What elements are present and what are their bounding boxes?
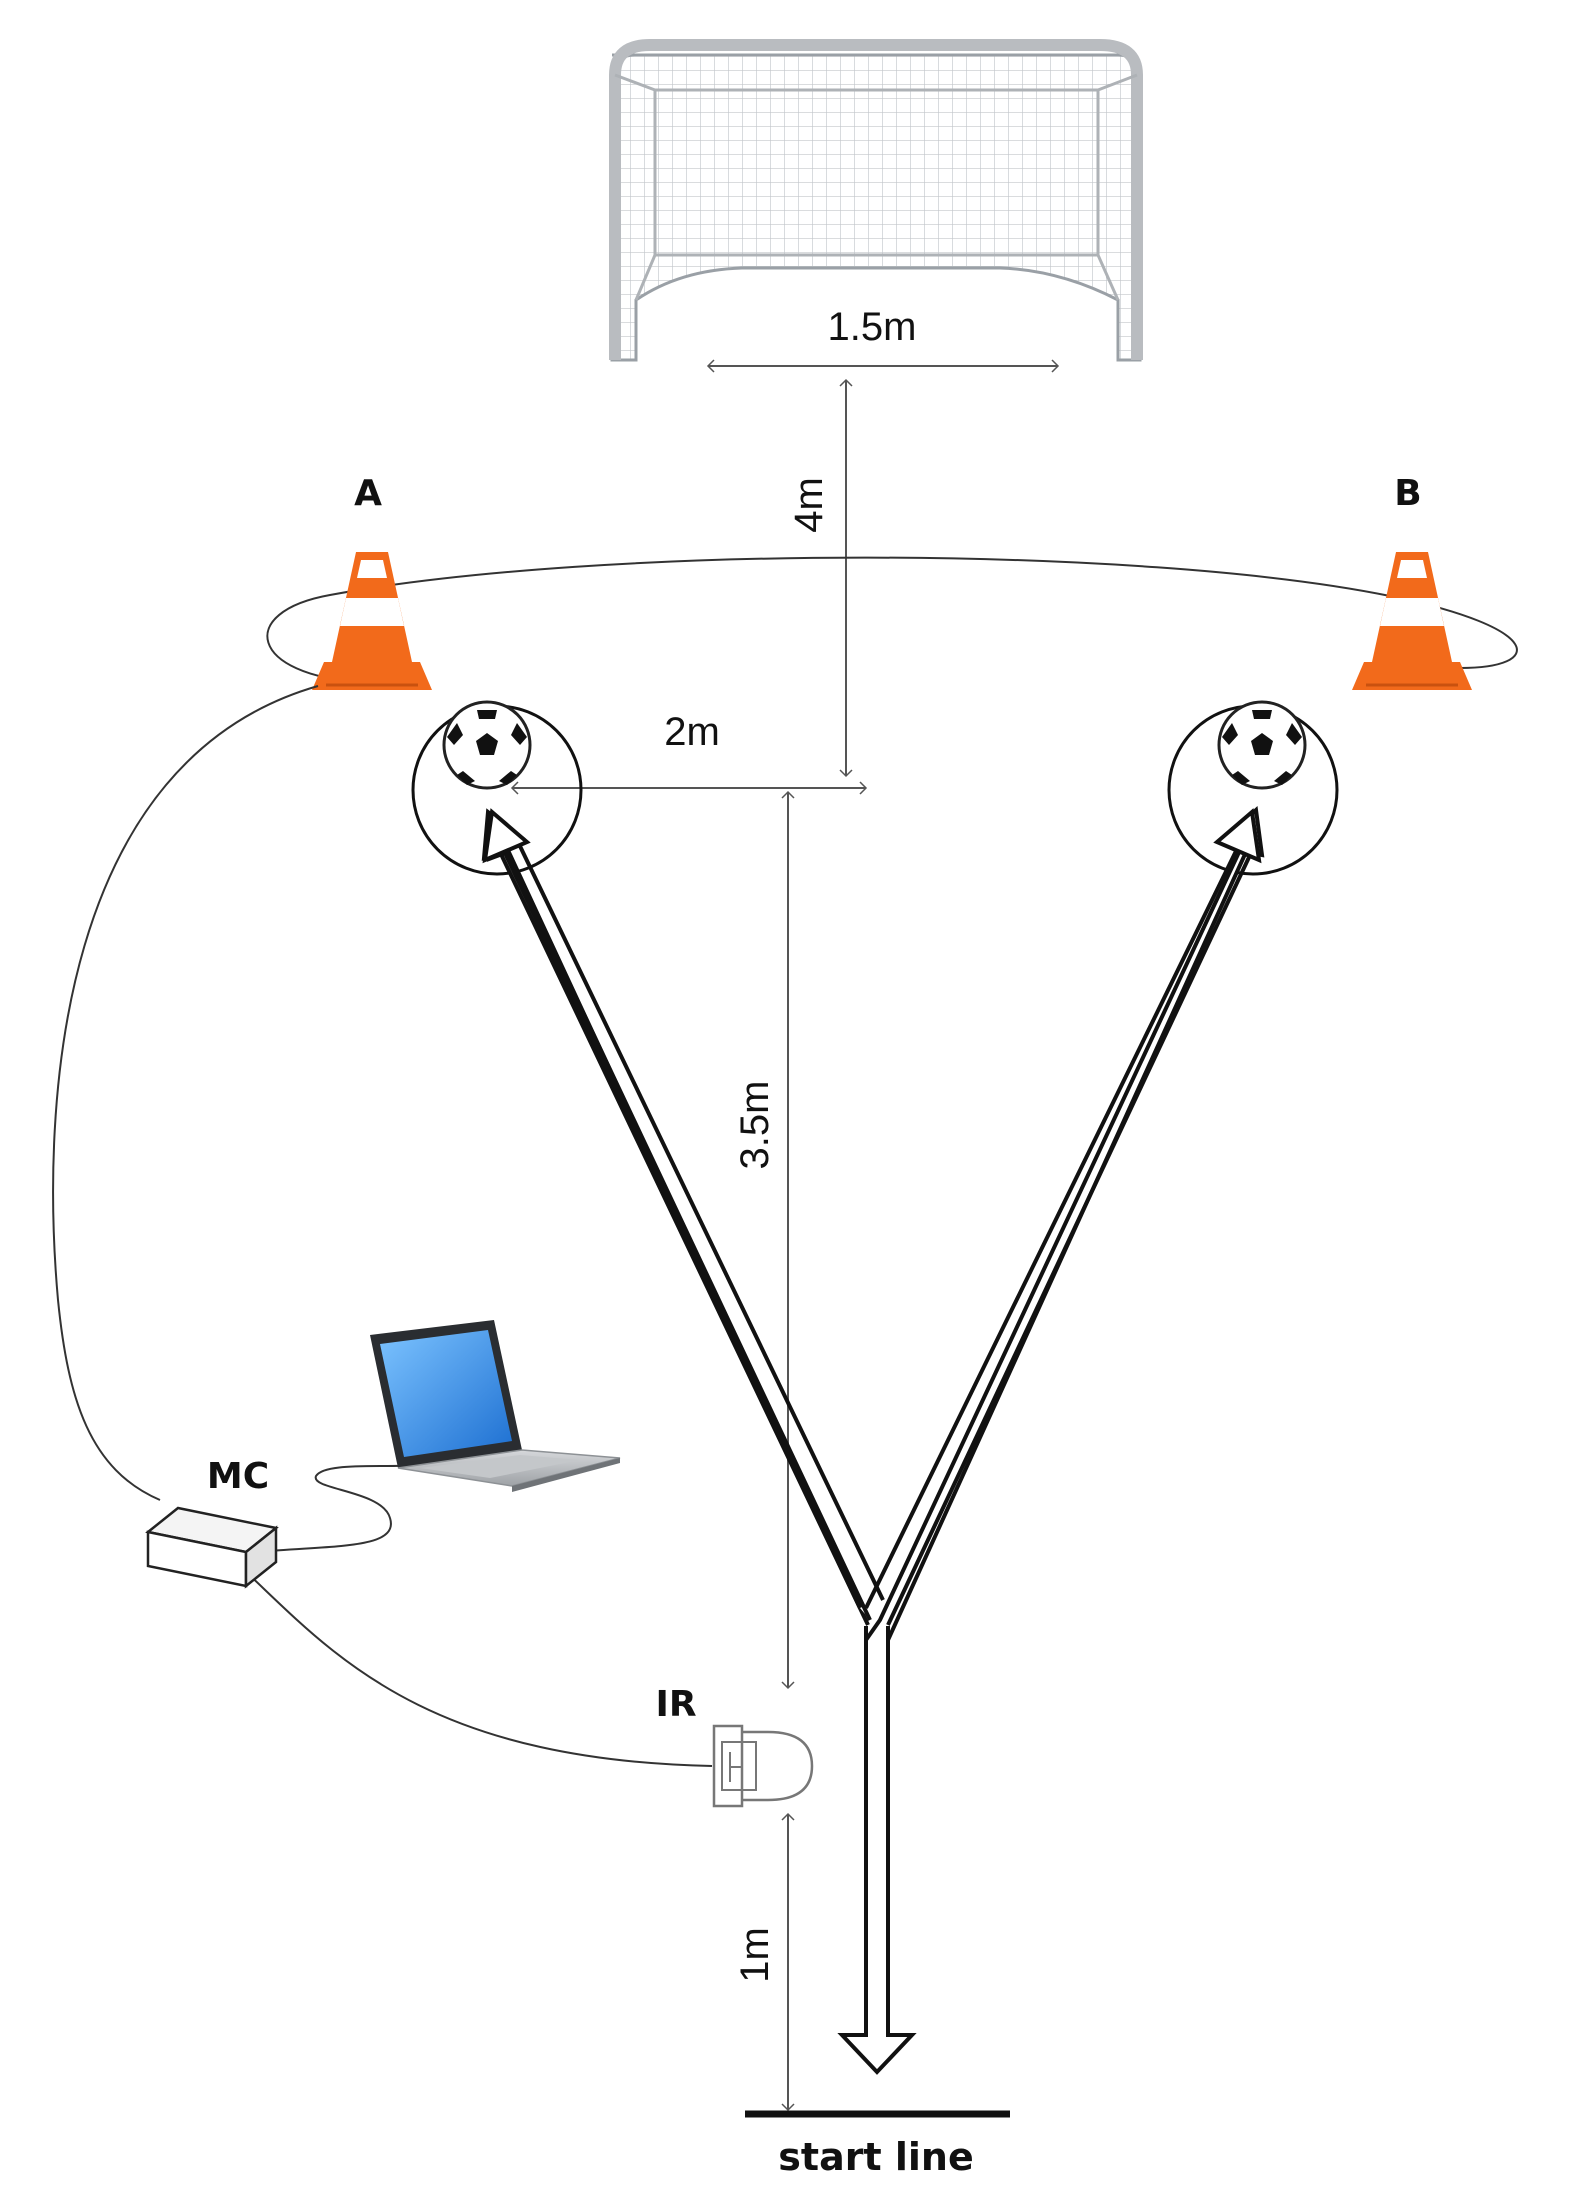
goal-width-label: 1.5m (828, 305, 917, 349)
microcontroller-label: MC (207, 1456, 269, 1497)
goal-distance-label: 4m (787, 477, 831, 533)
start-line-label: start line (778, 2135, 973, 2179)
lateral-offset-label: 2m (664, 710, 720, 754)
dimension-forward-distance: 3.5m (733, 790, 795, 1690)
cone-a (312, 552, 432, 690)
cone-b-label: B (1394, 473, 1421, 514)
soccer-ball-left-icon (442, 700, 532, 790)
cable-mc-to-ir (243, 1569, 713, 1767)
run-path-arrow (481, 805, 1265, 2075)
soccer-ball-right-icon (1217, 700, 1307, 790)
infrared-sensor-label: IR (655, 1684, 696, 1725)
dimension-goal-width: 1.5m (706, 305, 1060, 373)
sensor-distance-label: 1m (733, 1927, 777, 1983)
forward-distance-label: 3.5m (733, 1081, 777, 1170)
cable-mc-to-laptop (257, 1464, 421, 1553)
dimension-lateral-offset: 2m (510, 710, 868, 795)
cable-cone-a-to-mc (52, 685, 319, 1501)
cone-b (1352, 552, 1472, 690)
dimension-sensor-distance: 1m (733, 1812, 795, 2112)
laptop-icon (370, 1320, 621, 1492)
goal (609, 39, 1143, 362)
dimension-goal-distance: 4m (787, 378, 853, 778)
ir-sensor-icon (712, 1724, 814, 1808)
timing-gate-loop (266, 556, 1518, 683)
cone-a-label: A (354, 473, 382, 514)
microcontroller-box (145, 1506, 279, 1589)
